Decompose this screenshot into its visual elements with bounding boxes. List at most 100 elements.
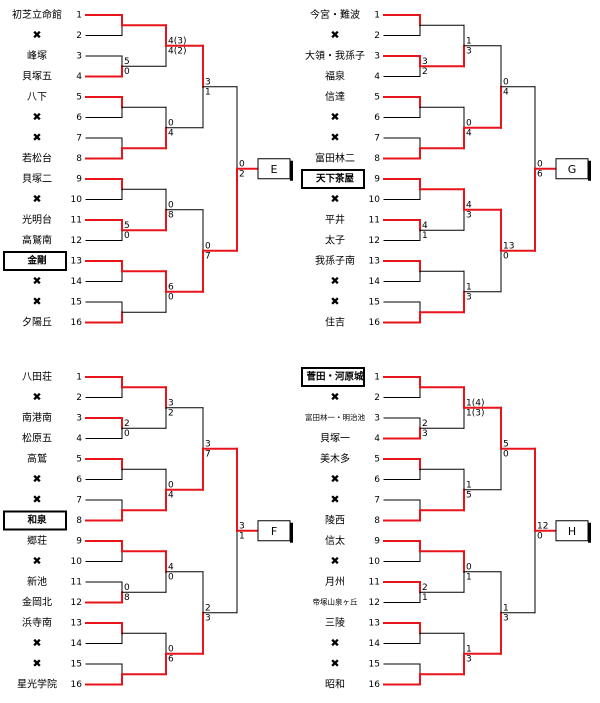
round1-match [383,663,421,686]
score-top: 0 [466,118,472,128]
round1-match [383,622,421,644]
round1-match [383,137,421,160]
team-seed: 9 [374,175,380,185]
team-name: 郷荘 [27,535,47,547]
team-row: ✖15 [32,295,82,308]
team-name: 太子 [325,234,345,247]
round1-match [383,14,421,36]
team-seed: 10 [369,195,381,205]
team-name: 陵西 [325,515,345,527]
team-row: ✖ 14 [330,637,380,650]
round2-match: 08 [121,188,174,232]
score-top: 2 [205,603,211,613]
round1-match [383,458,421,480]
team-row: ✖7 [32,131,82,144]
team-row: ✖15 [330,295,380,308]
team-seed: 8 [374,516,380,526]
score-top: 4(3) [168,36,186,46]
team-row: ✖2 [330,391,380,404]
team-seed: 13 [369,619,380,629]
block-label-shadow [588,522,591,543]
block-final-match: 31 [202,447,245,614]
bye-mark: ✖ [330,473,339,486]
score-bottom: 2 [239,169,245,179]
team-seed: 11 [369,216,380,226]
team-name: 大領・我孫子 [305,49,365,62]
team-row: ✖6 [32,111,82,124]
team-seed: 3 [374,414,380,424]
team-seed: 3 [76,52,82,62]
team-name: 今宮・難波 [310,8,360,21]
round1-match: 50 [85,219,130,241]
team-row: ✖6 [330,111,380,124]
block-label-shadow [290,160,293,181]
round2-match: 43 [419,188,472,231]
team-seed: 2 [76,393,82,403]
team-row: ✖15 [330,657,380,670]
team-seed: 14 [369,639,381,649]
bye-mark: ✖ [32,295,41,308]
team-name: 初芝立命館 [12,8,62,21]
team-seed: 4 [374,72,380,82]
bye-mark: ✖ [32,193,41,206]
bye-mark: ✖ [32,555,41,568]
team-name: 貝塚二 [22,173,52,185]
round1-match: 41 [383,219,428,241]
bye-mark: ✖ [32,473,41,486]
round2-match: 4(3)4(2) [121,24,186,67]
score-top: 5 [503,439,509,449]
block-final-match: 120 [500,447,548,614]
team-name: 新池 [27,575,47,588]
score-top: 0 [168,200,174,210]
score-bottom: 0 [503,251,509,261]
team-seed: 6 [374,475,380,485]
team-seed: 16 [369,318,381,328]
round2-match: 01 [419,550,472,593]
team-seed: 15 [369,298,380,308]
team-seed: 1 [76,11,82,21]
round1-match: 32 [383,55,428,77]
team-seed: 7 [76,496,82,506]
team-name: 貝塚一 [320,433,350,445]
team-row: ✖2 [32,391,82,404]
team-seed: 11 [71,578,82,588]
team-name: 高鷲 [27,452,47,465]
score-bottom: 7 [205,449,211,459]
team-name: 八下 [27,92,47,103]
team-seed: 10 [369,557,381,567]
score-top: 0 [537,159,543,169]
round3-match: 07 [165,209,211,293]
team-name: 天下茶屋 [316,173,355,185]
score-top: 0 [205,241,211,251]
team-name: 光明台 [22,213,52,226]
round1-match [85,499,123,522]
score-bottom: 4 [168,128,174,138]
team-name: 松原五 [22,432,52,445]
team-seed: 5 [76,455,82,465]
round1-match [85,622,123,644]
bye-mark: ✖ [330,637,339,650]
score-bottom: 0 [168,572,174,582]
bye-mark: ✖ [32,493,41,506]
team-name: 帝塚山泉ヶ丘 [313,597,358,607]
round3-match: 04 [463,45,509,129]
round1-match: 23 [383,417,428,440]
round1-match [383,540,421,562]
round1-match [85,96,123,118]
team-name: 浜寺南 [22,616,52,629]
score-top: 13 [503,241,514,251]
team-row: ✖15 [32,657,82,670]
team-row: ✖7 [32,493,82,506]
